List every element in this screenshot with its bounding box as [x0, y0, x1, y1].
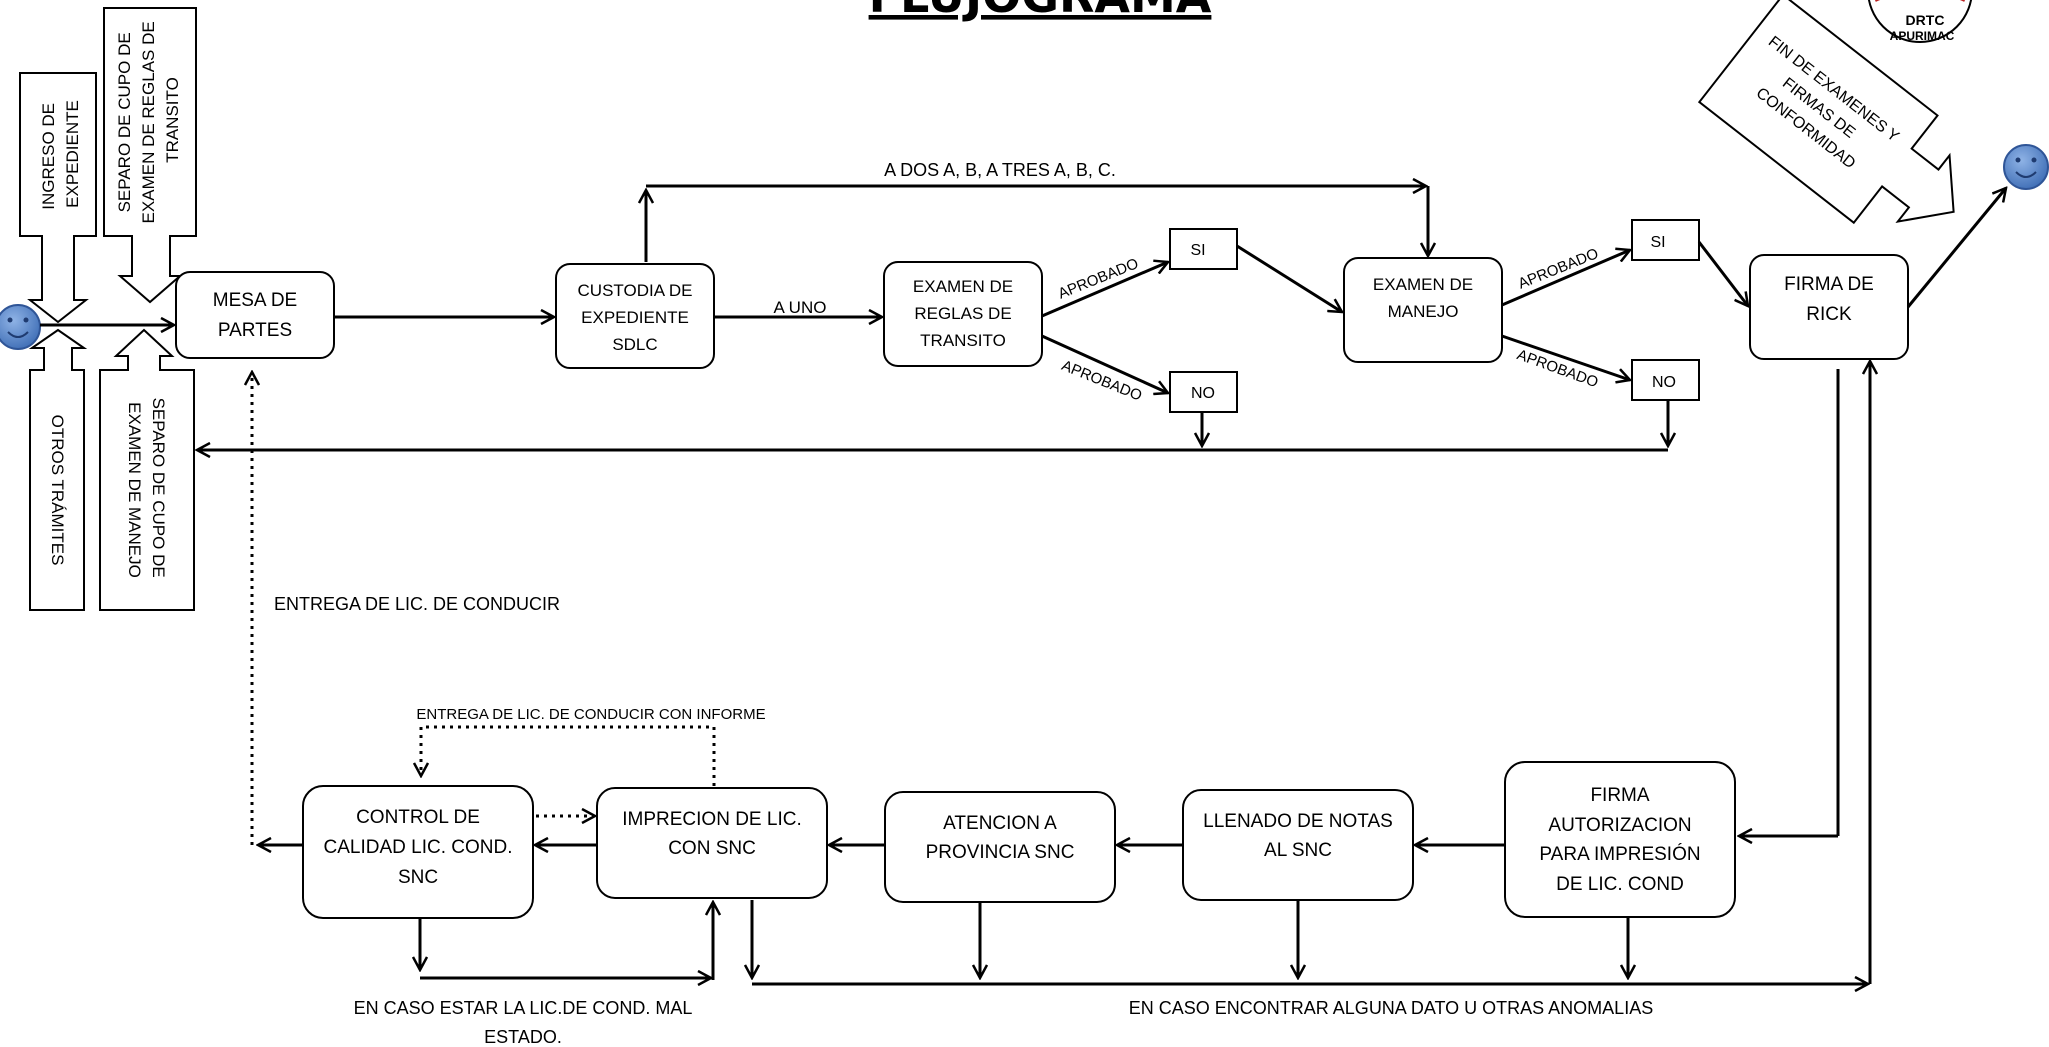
node-si-reglas: SI	[1169, 228, 1238, 270]
label-aprobado-4: APROBADO	[1515, 346, 1601, 391]
page-title: FLUJOGRAMA	[869, 0, 1212, 23]
label-a-dos: A DOS A, B, A TRES A, B, C.	[884, 160, 1116, 180]
start-smiley-icon	[0, 304, 41, 350]
connectors	[40, 186, 2006, 984]
svg-text:SI: SI	[1190, 242, 1205, 259]
label-entrega-lic: ENTREGA DE LIC. DE CONDUCIR	[274, 594, 560, 614]
end-smiley-icon	[2003, 144, 2049, 190]
callout-otros-tramites: OTROS TRÁMITES	[28, 328, 88, 611]
label-anomalias: EN CASO ENCONTRAR ALGUNA DATO U OTRAS AN…	[1129, 998, 1653, 1018]
callout-fin-examenes: FIN DE EXAMENES Y FIRMAS DE CONFORMIDAD	[1697, 0, 1955, 225]
drtc-seal-logo: DRTC APURIMAC	[1867, 0, 1973, 43]
callout-ingreso-expediente: INGRESO DE EXPEDIENTE	[19, 72, 97, 324]
logo-text: DRTC	[1906, 12, 1945, 28]
svg-text:IMPRECION DE LIC.CON SNC: IMPRECION DE LIC.CON SNC	[622, 809, 801, 859]
logo-subtitle: APURIMAC	[1890, 29, 1955, 43]
node-imprecion-lic: IMPRECION DE LIC.CON SNC	[596, 787, 828, 899]
callout-separo-reglas: SEPARO DE CUPO DE EXAMEN DE REGLAS DE TR…	[103, 7, 197, 304]
svg-text:INGRESO DE EXPEDIENTE: INGRESO DE EXPEDIENTE	[39, 98, 82, 209]
callout-separo-manejo: SEPARO DE CUPO DE EXAMEN DE MANEJO	[99, 328, 195, 611]
svg-text:SEPARO DE CUPO DE EXAMEN: SEPARO DE CUPO DE EXAMEN DE REGLAS DE TR…	[115, 17, 182, 224]
svg-text:OTROS TRÁMITES: OTROS TRÁMITES	[48, 415, 67, 566]
svg-text:NO: NO	[1191, 385, 1215, 402]
svg-text:SI: SI	[1650, 234, 1665, 251]
svg-text:NO: NO	[1652, 374, 1676, 391]
label-entrega-informe: ENTREGA DE LIC. DE CONDUCIR CON INFORME	[416, 706, 765, 723]
label-a-uno: A UNO	[774, 298, 827, 317]
node-si-manejo: SI	[1631, 219, 1700, 261]
svg-text:SEPARO DE CUPO DE EXAMEN: SEPARO DE CUPO DE EXAMEN DE MANEJO	[125, 398, 168, 583]
node-no-manejo: NO	[1631, 359, 1700, 401]
node-no-reglas: NO	[1169, 371, 1238, 413]
